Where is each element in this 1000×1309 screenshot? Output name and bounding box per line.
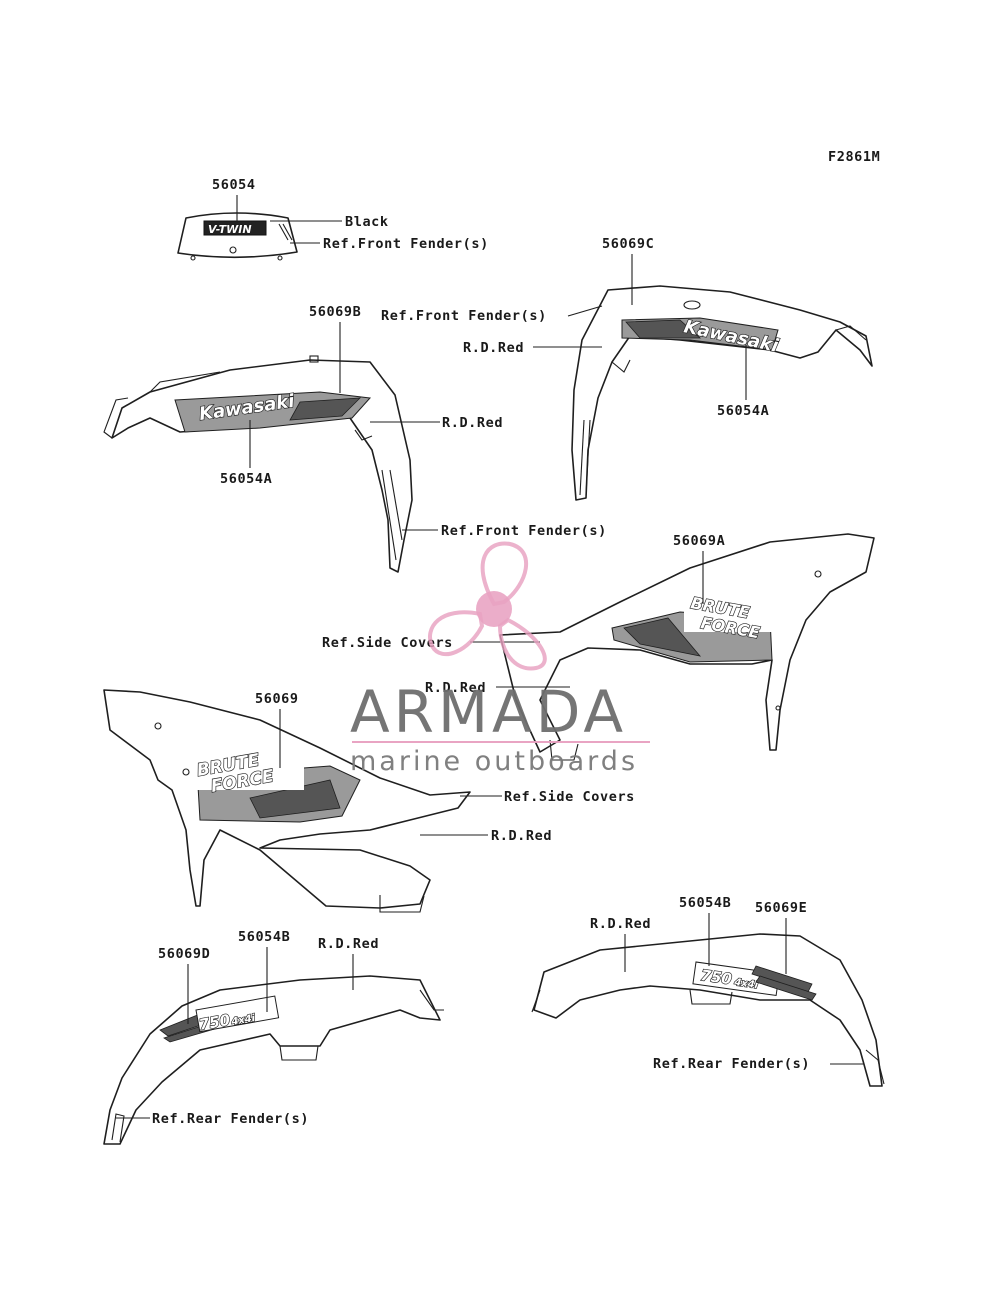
- label-56054A-right: 56054A: [717, 403, 769, 419]
- label-ref-front-fender-3: Ref.Front Fender(s): [441, 523, 607, 539]
- label-56069A: 56069A: [673, 533, 725, 549]
- label-56054: 56054: [212, 177, 256, 193]
- lower-side-cover-part: BRUTE FORCE: [103, 689, 471, 913]
- model-left-decal-text: 750: [198, 1011, 232, 1034]
- left-front-fender-part: Kawasaki: [103, 355, 413, 573]
- label-56069C: 56069C: [602, 236, 654, 252]
- label-ref-side-covers-2: Ref.Side Covers: [504, 789, 635, 805]
- vtwin-decal-text: V-TWIN: [208, 223, 252, 236]
- model-right-decal-text: 750: [699, 966, 733, 988]
- label-56069: 56069: [255, 691, 299, 707]
- watermark-tagline: marine outboards: [350, 746, 638, 777]
- model-right-decal-suffix: 4x4i: [733, 977, 760, 991]
- label-ref-front-fender-1: Ref.Front Fender(s): [323, 236, 489, 252]
- upper-side-cover-part: BRUTE FORCE: [499, 533, 875, 761]
- label-ref-rear-fender-1: Ref.Rear Fender(s): [152, 1111, 309, 1127]
- model-left-decal-suffix: 4x4i: [230, 1013, 257, 1028]
- armada-watermark: ARMADA marine outboards: [350, 541, 650, 777]
- label-56069E: 56069E: [755, 900, 807, 916]
- label-rd-red-1: R.D.Red: [463, 340, 524, 356]
- label-ref-side-covers-1: Ref.Side Covers: [322, 635, 453, 651]
- label-ref-front-fender-2: Ref.Front Fender(s): [381, 308, 547, 324]
- right-rear-fender-part: 750 4x4i: [531, 933, 885, 1087]
- label-rd-red-4: R.D.Red: [491, 828, 552, 844]
- label-56069B: 56069B: [309, 304, 361, 320]
- label-56054A-left: 56054A: [220, 471, 272, 487]
- propeller-logo-icon: [428, 541, 547, 671]
- label-rd-red-3: R.D.Red: [425, 680, 486, 696]
- figure-code: F2861M: [828, 149, 880, 165]
- label-56069D: 56069D: [158, 946, 210, 962]
- label-56054B-left: 56054B: [238, 929, 290, 945]
- label-ref-rear-fender-2: Ref.Rear Fender(s): [653, 1056, 810, 1072]
- label-rd-red-5: R.D.Red: [590, 916, 651, 932]
- watermark-brand: ARMADA: [350, 678, 627, 746]
- label-black: Black: [345, 214, 389, 230]
- vtwin-emblem-part: V-TWIN: [177, 212, 298, 261]
- right-front-fender-part: Kawasaki: [571, 285, 873, 501]
- label-rd-red-6: R.D.Red: [318, 936, 379, 952]
- label-56054B-right: 56054B: [679, 895, 731, 911]
- label-rd-red-2: R.D.Red: [442, 415, 503, 431]
